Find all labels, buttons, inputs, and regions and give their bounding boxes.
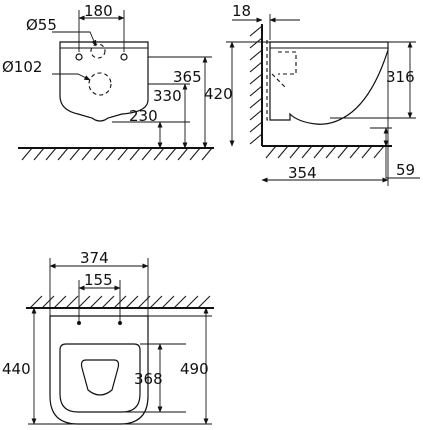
dim-d102-label: Ø102 — [2, 58, 42, 76]
dim-59-label: 59 — [396, 161, 415, 179]
dim-420-label: 420 — [204, 85, 233, 103]
dim-440-label: 440 — [2, 360, 31, 378]
water-inlet-circle — [90, 43, 106, 59]
front-floor-hatching — [21, 147, 213, 161]
dim-155-label: 155 — [84, 271, 113, 289]
dim-230-label: 230 — [129, 107, 158, 125]
front-bowl-outline — [59, 41, 149, 122]
front-view: 180 Ø55 Ø102 365 330 230 — [2, 2, 214, 161]
side-bowl-outline — [269, 41, 389, 125]
dim-374-label: 374 — [80, 249, 109, 267]
dim-365-label: 365 — [173, 68, 202, 86]
dim-d55-label: Ø55 — [26, 16, 57, 34]
side-floor-hatching — [265, 145, 385, 159]
side-wall-hatching — [249, 25, 263, 145]
top-bowl-opening — [80, 359, 120, 396]
bolt-hole-right — [120, 53, 128, 61]
dim-18-label: 18 — [232, 2, 251, 20]
dim-316-label: 316 — [386, 68, 415, 86]
bolt-hole-left — [75, 53, 83, 61]
side-view: 18 420 316 354 59 — [204, 2, 420, 186]
dim-490-label: 490 — [180, 360, 209, 378]
drain-outlet-circle — [88, 72, 112, 96]
dim-180-label: 180 — [84, 2, 113, 20]
top-view: 374 155 440 368 490 — [2, 249, 214, 425]
dim-354-label: 354 — [288, 164, 317, 182]
dim-368-label: 368 — [134, 370, 163, 388]
side-frame-dashed — [266, 40, 292, 121]
dim-330-label: 330 — [153, 87, 182, 105]
top-seat-outline — [59, 343, 141, 413]
